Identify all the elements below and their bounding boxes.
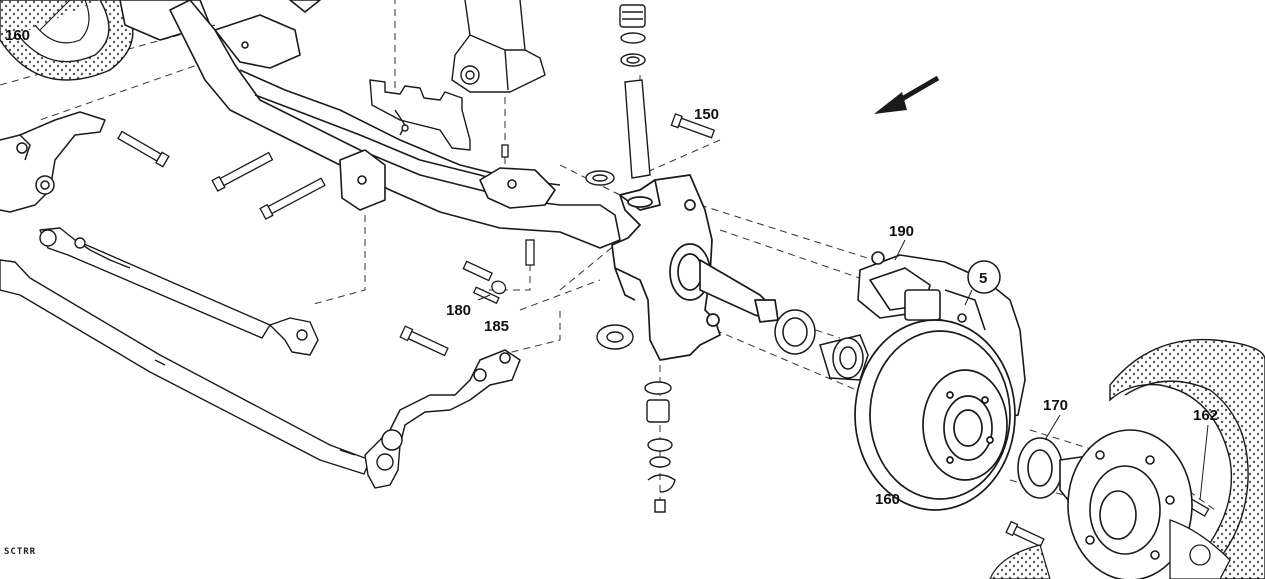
steering-lever [381, 349, 521, 451]
tire-right [989, 338, 1265, 579]
tie-rod [39, 227, 319, 356]
rack-bracket [369, 79, 471, 151]
callout-162: 162 [1193, 407, 1218, 424]
callout-5: 5 [979, 270, 987, 287]
brake-disc [854, 319, 1016, 511]
tire-top-left [0, 0, 134, 81]
kingpin-lower-stack [596, 324, 676, 513]
bolts [117, 113, 1210, 548]
callout-150: 150 [694, 106, 719, 123]
axle-crossmember [119, 0, 621, 249]
kingpin-upper-stack [585, 4, 651, 186]
upper-mount-bracket [451, 0, 546, 93]
callout-190: 190 [889, 223, 914, 240]
callout-5-circle [967, 260, 1001, 294]
steering-knuckle [611, 174, 779, 361]
callout-170: 170 [1043, 397, 1068, 414]
callout-185: 185 [484, 318, 509, 335]
part-callouts: 160 150 190 5 180 185 170 162 160 [5, 27, 1218, 508]
callout-180: 180 [446, 302, 471, 319]
callout-160-disc: 160 [875, 491, 900, 508]
wheel-bearing-seals [774, 309, 869, 381]
assembly-leader-lines [0, 0, 1216, 511]
wheel-hub [1017, 429, 1193, 579]
archive-stamp: SCTRR [4, 547, 36, 557]
steering-arm-left [0, 111, 106, 213]
callout-160-top: 160 [5, 27, 30, 44]
callout-pointers [39, 0, 1209, 501]
direction-arrow-icon [874, 75, 940, 114]
